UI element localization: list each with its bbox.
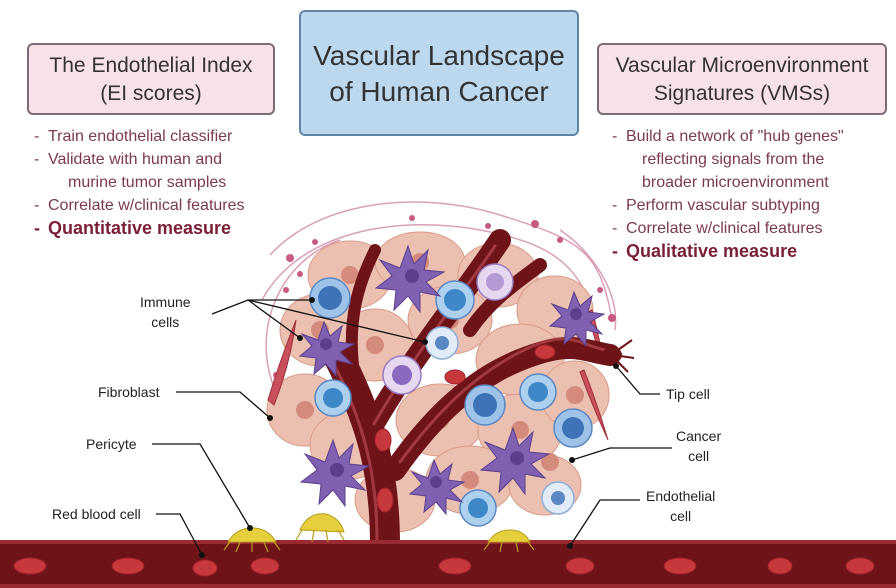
list-item: -Perform vascular subtyping bbox=[612, 194, 844, 217]
list-item: -Correlate w/clinical features bbox=[612, 217, 844, 240]
fibroblast-label: Fibroblast bbox=[98, 382, 159, 402]
immune-cells-label: Immune cells bbox=[140, 292, 191, 332]
vms-title: Vascular Microenvironment bbox=[599, 52, 885, 80]
list-item-emphasis: -Qualitative measure bbox=[612, 240, 844, 263]
endothelial-index-subtitle: (EI scores) bbox=[29, 80, 273, 108]
list-item: -Build a network of "hub genes" reflecti… bbox=[612, 125, 844, 194]
red-blood-cell-label: Red blood cell bbox=[52, 504, 141, 524]
vms-box: Vascular Microenvironment Signatures (VM… bbox=[597, 43, 887, 115]
immune-cell-lilac bbox=[477, 264, 513, 300]
immune-cell-blue bbox=[554, 409, 592, 447]
immune-cell-pale bbox=[426, 327, 458, 359]
tip-cell-label: Tip cell bbox=[666, 384, 710, 404]
endothelial-index-title: The Endothelial Index bbox=[29, 52, 273, 80]
vms-steps: -Build a network of "hub genes" reflecti… bbox=[612, 125, 844, 263]
endothelial-index-steps: -Train endothelial classifier -Validate … bbox=[34, 125, 245, 240]
immune-cell-blue bbox=[436, 281, 474, 319]
main-title-box: Vascular Landscape of Human Cancer bbox=[299, 10, 579, 136]
vms-subtitle: Signatures (VMSs) bbox=[599, 80, 885, 108]
immune-cell-pale bbox=[542, 482, 574, 514]
endothelial-cell-label: Endothelial cell bbox=[646, 486, 715, 526]
main-title-line1: Vascular Landscape bbox=[301, 38, 577, 74]
list-item: -Train endothelial classifier bbox=[34, 125, 245, 148]
list-item: -Correlate w/clinical features bbox=[34, 194, 245, 217]
immune-cell-lilac bbox=[383, 356, 421, 394]
immune-cell-blue bbox=[460, 490, 496, 526]
list-item-emphasis: -Quantitative measure bbox=[34, 217, 245, 240]
immune-cell-blue bbox=[465, 385, 505, 425]
immune-cell-blue bbox=[520, 374, 556, 410]
immune-cell-blue bbox=[315, 380, 351, 416]
immune-cell-blue bbox=[310, 278, 350, 318]
pericyte-label: Pericyte bbox=[86, 434, 137, 454]
main-title-line2: of Human Cancer bbox=[301, 74, 577, 110]
cancer-cell-label: Cancer cell bbox=[676, 426, 721, 466]
endothelial-index-box: The Endothelial Index (EI scores) bbox=[27, 43, 275, 115]
list-item: -Validate with human and murine tumor sa… bbox=[34, 148, 245, 194]
